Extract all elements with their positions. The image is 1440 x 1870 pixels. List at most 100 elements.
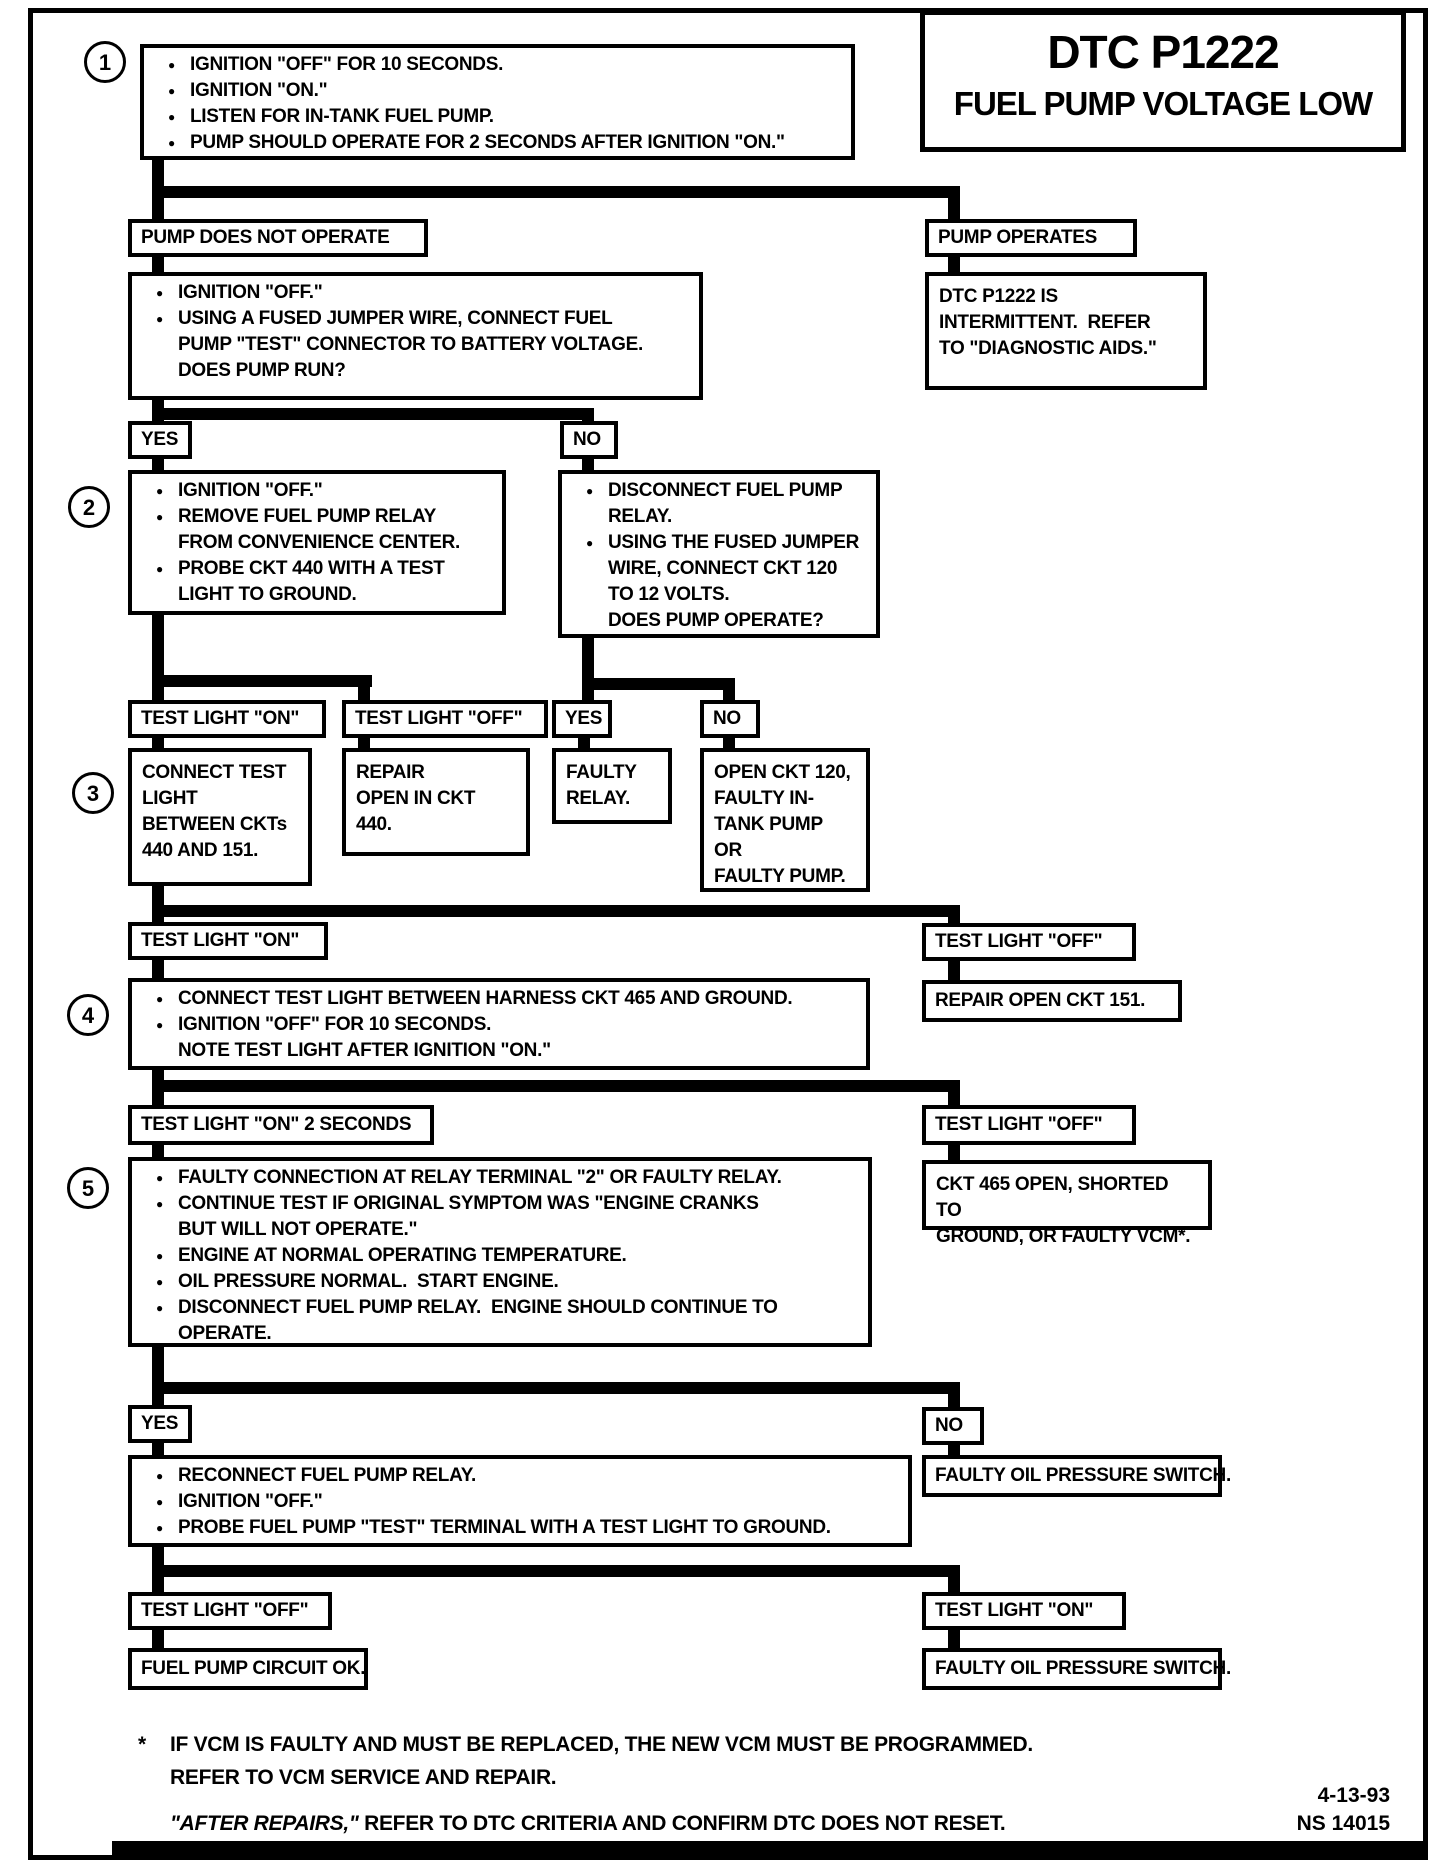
- connector-line: [948, 1630, 960, 1648]
- connector-line: [152, 257, 164, 272]
- action-text: IGNITION "OFF.": [178, 480, 323, 501]
- faulty-oil-pressure-switch-box-2: FAULTY OIL PRESSURE SWITCH.: [922, 1648, 1231, 1690]
- bullet-icon: ●: [586, 484, 593, 498]
- action-text: CONTINUE TEST IF ORIGINAL SYMPTOM WAS "E…: [178, 1193, 759, 1240]
- connector-line: [152, 186, 960, 198]
- vcm-footnote-star: *: [138, 1733, 146, 1756]
- after-repairs-rest: REFER TO DTC CRITERIA AND CONFIRM DTC DO…: [358, 1812, 1006, 1835]
- after-repairs-lead: "AFTER REPAIRS,": [170, 1812, 359, 1835]
- branch-no-pump-operates: NO: [700, 700, 760, 738]
- bullet-icon: ●: [156, 562, 163, 576]
- connector-line: [578, 738, 590, 748]
- step2-action-box: ●IGNITION "OFF." ●REMOVE FUEL PUMP RELAY…: [128, 470, 506, 615]
- revision-date: 4-13-93: [1317, 1784, 1390, 1807]
- branch-yes-pump-operates: YES: [552, 700, 612, 738]
- branch-test-light-on-ckt151: TEST LIGHT "ON": [128, 922, 328, 960]
- revision-block: 4-13-93 NS 14015: [1200, 1782, 1390, 1838]
- action-text: OIL PRESSURE NORMAL. START ENGINE.: [178, 1271, 559, 1292]
- connector-line: [358, 738, 370, 748]
- repair-ckt151-box: REPAIR OPEN CKT 151.: [922, 980, 1182, 1022]
- branch-test-light-off-ckt151: TEST LIGHT "OFF": [922, 923, 1136, 961]
- connector-line: [948, 905, 960, 923]
- action-text: PROBE FUEL PUMP "TEST" TERMINAL WITH A T…: [178, 1517, 831, 1538]
- bullet-icon: ●: [586, 536, 593, 550]
- jumper-test-box: ●IGNITION "OFF." ●USING A FUSED JUMPER W…: [128, 272, 703, 400]
- ckt465-open-box: CKT 465 OPEN, SHORTED TO GROUND, OR FAUL…: [922, 1160, 1212, 1247]
- step4-action-box: ●CONNECT TEST LIGHT BETWEEN HARNESS CKT …: [128, 978, 870, 1070]
- connector-line: [152, 1630, 164, 1648]
- bullet-icon: ●: [156, 1249, 163, 1263]
- open-ckt120-box: OPEN CKT 120, FAULTY IN- TANK PUMP OR FA…: [700, 748, 870, 892]
- repair-ckt440-box: REPAIR OPEN IN CKT 440.: [342, 748, 530, 856]
- branch-yes-pump-runs: YES: [128, 421, 192, 459]
- vcm-footnote-line1: IF VCM IS FAULTY AND MUST BE REPLACED, T…: [170, 1733, 1033, 1756]
- bullet-icon: ●: [168, 84, 175, 98]
- action-text: IGNITION "ON.": [190, 80, 328, 101]
- connector-line: [152, 738, 164, 748]
- step1-action-box: ● IGNITION "OFF" FOR 10 SECONDS. ● IGNITIO…: [140, 44, 855, 160]
- action-text: ENGINE AT NORMAL OPERATING TEMPERATURE.: [178, 1245, 627, 1266]
- connector-line: [948, 186, 960, 219]
- bullet-icon: ●: [168, 136, 175, 150]
- connector-line: [152, 1080, 960, 1092]
- bullet-icon: ●: [168, 110, 175, 124]
- connector-line: [948, 1565, 960, 1592]
- connector-line: [582, 638, 594, 700]
- action-text: REMOVE FUEL PUMP RELAY FROM CONVENIENCE …: [178, 506, 461, 553]
- connector-line: [152, 1347, 164, 1405]
- action-text: USING THE FUSED JUMPER WIRE, CONNECT CKT…: [608, 532, 859, 631]
- step-circle-2: 2: [68, 486, 110, 528]
- connector-line: [152, 615, 164, 700]
- connector-line: [723, 738, 735, 748]
- vcm-footnote-line2: REFER TO VCM SERVICE AND REPAIR.: [170, 1766, 557, 1789]
- step5-action-box: ●FAULTY CONNECTION AT RELAY TERMINAL "2"…: [128, 1157, 872, 1347]
- connector-line: [152, 459, 164, 470]
- branch-test-light-on-2-seconds: TEST LIGHT "ON" 2 SECONDS: [128, 1105, 434, 1145]
- connector-line: [723, 678, 735, 700]
- connector-line: [152, 905, 960, 917]
- connector-line: [152, 960, 164, 978]
- connector-line: [152, 1382, 960, 1394]
- step-circle-4: 4: [67, 994, 109, 1036]
- bullet-icon: ●: [156, 1521, 163, 1535]
- document-number: NS 14015: [1296, 1812, 1390, 1835]
- fuel-pump-circuit-ok-box: FUEL PUMP CIRCUIT OK.: [128, 1648, 368, 1690]
- bullet-icon: ●: [156, 1469, 163, 1483]
- bullet-icon: ●: [156, 1495, 163, 1509]
- after-repairs-note: "AFTER REPAIRS," REFER TO DTC CRITERIA A…: [170, 1812, 1006, 1836]
- bullet-icon: ●: [156, 992, 163, 1006]
- dtc-code: DTC P1222: [1047, 26, 1279, 78]
- connector-line: [152, 1443, 164, 1455]
- branch-test-light-on-ckt440: TEST LIGHT "ON": [128, 700, 326, 738]
- bullet-icon: ●: [156, 1197, 163, 1211]
- action-text: IGNITION "OFF" FOR 10 SECONDS.: [190, 54, 504, 75]
- page-border: [28, 8, 1428, 1860]
- bullet-icon: ●: [156, 286, 163, 300]
- connector-line: [948, 961, 960, 980]
- connector-line: [152, 1145, 164, 1157]
- bullet-icon: ●: [168, 58, 175, 72]
- action-text: IGNITION "OFF.": [178, 282, 323, 303]
- branch-yes-engine: YES: [128, 1405, 192, 1443]
- branch-pump-operates: PUMP OPERATES: [925, 219, 1137, 257]
- branch-test-light-off-final: TEST LIGHT "OFF": [128, 1592, 332, 1630]
- bullet-icon: ●: [156, 1275, 163, 1289]
- bullet-icon: ●: [156, 1171, 163, 1185]
- connector-line: [948, 1445, 960, 1455]
- bullet-icon: ●: [156, 1301, 163, 1315]
- relay-jumper-box: ● DISCONNECT FUEL PUMP RELAY. ● USING THE …: [558, 470, 880, 638]
- bullet-icon: ●: [156, 312, 163, 326]
- bottom-bar: [112, 1841, 1428, 1857]
- connector-line: [152, 408, 594, 420]
- action-text: RECONNECT FUEL PUMP RELAY.: [178, 1465, 477, 1486]
- connector-line: [582, 678, 735, 690]
- connector-line: [948, 1145, 960, 1160]
- connector-line: [358, 675, 370, 700]
- action-text: LISTEN FOR IN-TANK FUEL PUMP.: [190, 106, 494, 127]
- action-text: IGNITION "OFF" FOR 10 SECONDS. NOTE TEST…: [178, 1014, 551, 1061]
- bullet-icon: ●: [156, 1018, 163, 1032]
- action-text: DISCONNECT FUEL PUMP RELAY.: [608, 480, 843, 527]
- step-circle-5: 5: [67, 1167, 109, 1209]
- intermittent-result-box: DTC P1222 IS INTERMITTENT. REFER TO "DIA…: [925, 272, 1207, 390]
